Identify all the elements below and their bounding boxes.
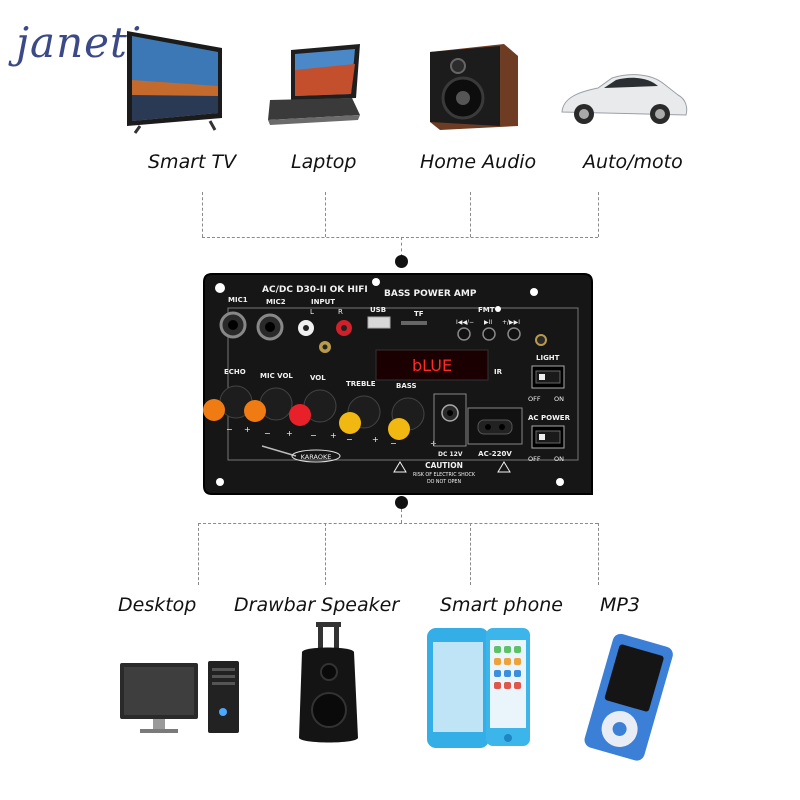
svg-text:+: + <box>286 429 293 438</box>
connector-line <box>325 192 326 237</box>
karaoke-badge <box>291 449 341 463</box>
device-label-home-audio: Home Audio <box>420 151 537 173</box>
fmt-indicator <box>495 306 501 312</box>
karaoke-mic-icon <box>261 445 297 457</box>
device-label-drawbar-speaker: Drawbar Speaker <box>234 594 400 616</box>
connector-dot <box>395 496 408 509</box>
board-model-label: AC/DC D30-II OK HIFI <box>262 285 368 295</box>
smartphone-icon <box>427 628 530 748</box>
usb-label: USB <box>370 306 386 314</box>
svg-text:+: + <box>372 435 379 444</box>
input-label: INPUT <box>311 298 335 306</box>
play-label: ▶II <box>484 319 492 326</box>
svg-text:−: − <box>226 425 233 434</box>
laptop-icon <box>268 44 360 125</box>
knob-bass[interactable]: BASS <box>388 382 425 440</box>
connector-line <box>401 237 402 257</box>
connector-line <box>598 192 599 237</box>
mp3-player-icon <box>584 633 673 761</box>
svg-text:−: − <box>390 439 397 448</box>
caution-line-1: RISK OF ELECTRIC SHOCK <box>413 472 476 478</box>
light-on-label: ON <box>554 395 564 403</box>
connector-line <box>401 509 402 523</box>
connector-line <box>598 523 599 585</box>
tf-card-slot[interactable] <box>401 321 427 325</box>
tf-label: TF <box>414 310 424 318</box>
amplifier-board: AC/DC D30-II OK HIFI BASS POWER AMP MIC1… <box>203 273 593 495</box>
mic1-label: MIC1 <box>228 296 248 304</box>
warning-icon <box>497 461 511 473</box>
fmt-label: FMT <box>478 306 495 314</box>
brand-logo: janeti <box>16 18 143 67</box>
mount-screw <box>535 334 547 346</box>
usb-port[interactable] <box>367 316 391 329</box>
knob-mic-vol-label: MIC VOL <box>260 372 293 380</box>
karaoke-label: KARAOKE <box>301 453 332 461</box>
knob-echo-label: ECHO <box>224 368 246 376</box>
connector-line <box>198 523 199 585</box>
knob-echo[interactable]: ECHO <box>203 368 253 421</box>
led-display-text: bLUE <box>412 356 452 375</box>
warning-icon <box>393 461 407 473</box>
light-switch-label: LIGHT <box>536 354 560 362</box>
device-label-desktop: Desktop <box>118 594 197 616</box>
smart-tv-icon <box>127 31 222 134</box>
input-r-label: R <box>338 308 343 316</box>
knob-treble[interactable]: TREBLE <box>339 380 381 434</box>
device-label-laptop: Laptop <box>291 151 357 173</box>
ac-power-switch-label: AC POWER <box>528 414 571 422</box>
knob-bass-label: BASS <box>396 382 417 390</box>
trolley-speaker-icon <box>299 622 358 743</box>
car-icon <box>561 74 688 124</box>
next-label: +/▶▶I <box>502 319 520 326</box>
connector-line <box>198 523 598 524</box>
svg-text:+: + <box>244 425 251 434</box>
input-l-label: L <box>310 308 314 316</box>
prev-label: I◀◀/− <box>456 319 474 326</box>
svg-text:−: − <box>264 429 271 438</box>
board-title-label: BASS POWER AMP <box>384 289 477 299</box>
connector-line <box>325 523 326 585</box>
mic2-label: MIC2 <box>266 298 286 306</box>
caution-line-2: DO NOT OPEN <box>427 479 462 485</box>
knob-mic-vol[interactable]: MIC VOL <box>244 372 293 422</box>
caution-label: CAUTION <box>425 461 463 470</box>
ir-label: IR <box>494 368 503 376</box>
prev-button[interactable] <box>457 327 471 341</box>
aux-jack[interactable] <box>319 341 331 353</box>
ac-power-on-label: ON <box>554 455 564 463</box>
dc-label: DC 12V <box>438 451 463 458</box>
knob-vol-label: VOL <box>310 374 326 382</box>
device-label-smart-phone: Smart phone <box>440 594 563 616</box>
svg-text:+: + <box>330 431 337 440</box>
svg-text:−: − <box>346 435 353 444</box>
rca-right-jack[interactable] <box>336 320 352 336</box>
next-button[interactable] <box>507 327 521 341</box>
connector-dot <box>395 255 408 268</box>
connector-line <box>470 192 471 237</box>
device-label-smart-tv: Smart TV <box>148 151 237 173</box>
svg-text:−: − <box>310 431 317 440</box>
knob-treble-label: TREBLE <box>346 380 376 388</box>
rca-left-jack[interactable] <box>298 320 314 336</box>
ac-power-off-label: OFF <box>528 455 541 463</box>
device-label-auto-moto: Auto/moto <box>583 151 683 173</box>
connector-line <box>470 523 471 585</box>
connector-line <box>202 237 598 238</box>
mic2-jack[interactable] <box>256 313 284 341</box>
play-pause-button[interactable] <box>482 327 496 341</box>
mic1-jack[interactable] <box>219 311 247 339</box>
knob-vol[interactable]: VOL <box>289 374 337 426</box>
device-label-mp3: MP3 <box>600 594 640 616</box>
led-display <box>375 349 489 381</box>
speaker-icon <box>430 44 518 130</box>
connector-line <box>202 192 203 237</box>
desktop-icon <box>120 661 239 733</box>
svg-text:+: + <box>430 439 437 448</box>
light-off-label: OFF <box>528 395 541 403</box>
ac-label: AC-220V <box>478 450 512 458</box>
